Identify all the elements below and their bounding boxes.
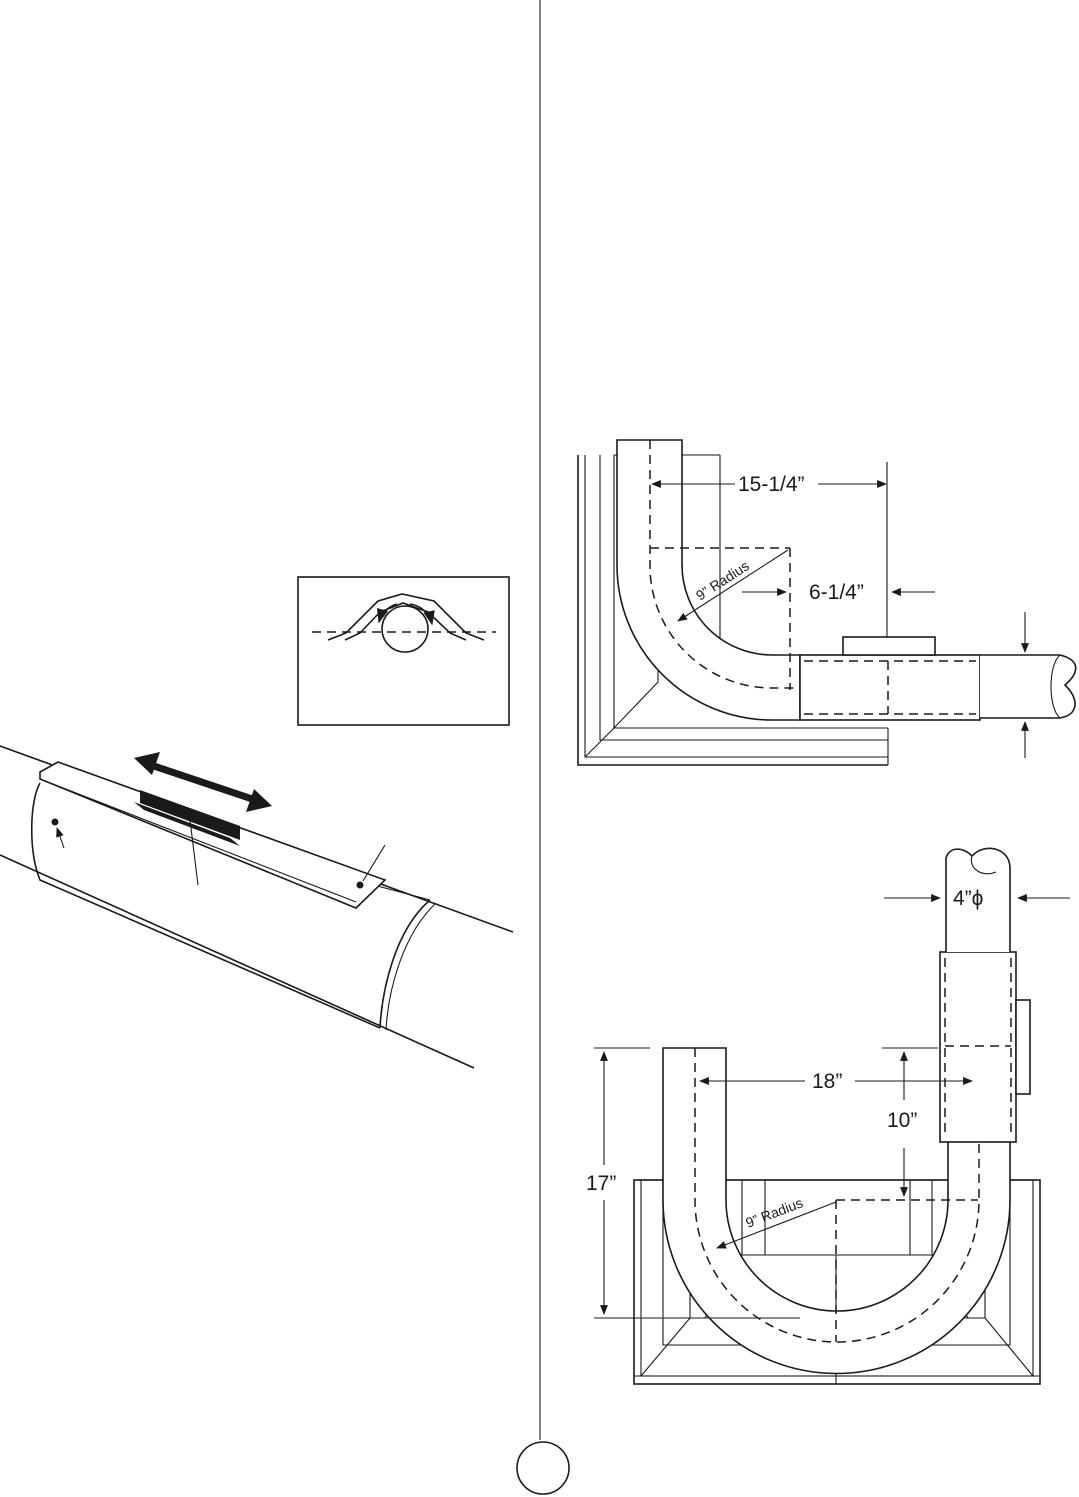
u-bend-drawing: 4”ϕ 18” 10” 17” 9” Radius	[586, 848, 1070, 1384]
u-bend-dim-span: 18”	[812, 1070, 842, 1093]
elbow-90-drawing: 15-1/4” 6-1/4” 9” Radius	[578, 440, 1076, 765]
u-bend-diameter: 4”ϕ	[953, 887, 983, 910]
u-bend-dim-riser: 10”	[887, 1109, 917, 1132]
elbow-radius-label: 9” Radius	[693, 557, 752, 603]
cross-section-inset	[298, 577, 509, 725]
elbow-dim-offset: 6-1/4”	[809, 581, 864, 604]
elbow-dim-horizontal: 15-1/4”	[738, 473, 805, 496]
page-number-circle	[517, 1442, 569, 1494]
pipe-shell-illustration	[0, 746, 513, 1068]
u-bend-dim-height: 17”	[586, 1172, 616, 1195]
